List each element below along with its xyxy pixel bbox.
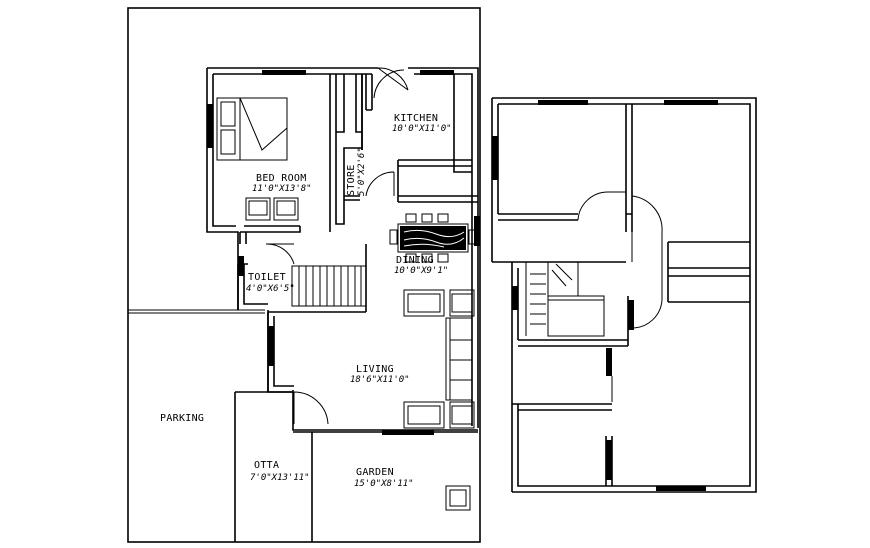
window <box>207 104 213 148</box>
kitchen-counter <box>453 74 472 173</box>
window <box>492 136 498 180</box>
store-door <box>365 171 395 197</box>
upper-door <box>631 195 663 233</box>
living-sofa <box>403 289 475 429</box>
bedroom-stub-wall <box>239 232 247 244</box>
entrance-door <box>293 391 329 425</box>
upper-bedroom-wall <box>491 98 626 263</box>
window <box>606 440 612 480</box>
window <box>474 216 480 246</box>
first-floor-plan <box>491 97 757 493</box>
room-labels: BED ROOM 11'0"X13'8" KITCHEN 10'0"X11'0"… <box>160 113 452 489</box>
dining-name: DINING <box>396 255 434 266</box>
window <box>656 486 706 491</box>
kitchen-door <box>377 67 409 91</box>
toilet-name: TOILET <box>248 272 286 283</box>
store-name: STORE <box>346 164 357 196</box>
window <box>512 286 518 310</box>
window <box>382 430 434 435</box>
upper-stair-wall <box>511 262 629 404</box>
window <box>628 300 634 330</box>
window <box>268 326 274 366</box>
dining-size: 10'0"X9'1" <box>394 266 448 276</box>
kitchen-size: 10'0"X11'0" <box>392 124 452 134</box>
bed <box>216 97 288 161</box>
window <box>606 348 612 376</box>
living-size: 18'6"X11'0" <box>350 375 410 385</box>
upper-balcony-wall <box>667 241 750 303</box>
upper-partition <box>625 104 633 232</box>
upper-outer-wall <box>492 97 757 493</box>
ground-floor-plan <box>127 7 481 543</box>
bedroom-door <box>265 243 295 265</box>
store-size: 5'0"X2'6" <box>357 147 367 196</box>
window <box>262 70 306 75</box>
bedroom-size: 11'0"X13'8" <box>252 184 312 194</box>
house-inner-wall <box>212 74 236 227</box>
store-partition <box>344 74 363 201</box>
upper-lower-wall <box>511 403 612 492</box>
garden-name: GARDEN <box>356 467 394 478</box>
bedroom-name: BED ROOM <box>256 173 307 184</box>
upper-inner-wall <box>498 103 751 487</box>
kitchen-name: KITCHEN <box>394 113 438 124</box>
otta-name: OTTA <box>254 460 279 471</box>
kitchen-swing <box>373 69 405 99</box>
window <box>664 100 718 105</box>
toilet-size: 4'0"X6'5" <box>246 284 295 294</box>
store-wall <box>335 74 363 225</box>
parking-name: PARKING <box>160 413 204 424</box>
window <box>538 100 588 105</box>
kitchen-wall <box>365 74 478 203</box>
upper-door <box>631 232 663 329</box>
staircase-ground <box>268 244 367 313</box>
bedroom-chairs <box>245 197 299 221</box>
garden-size: 15'0"X8'11" <box>354 479 414 489</box>
window <box>420 70 454 75</box>
upper-door <box>577 191 626 221</box>
otta-garden-wall <box>234 391 313 542</box>
garden-chair <box>445 485 471 511</box>
dining-table <box>389 213 477 263</box>
otta-size: 7'0"X13'11" <box>250 473 310 483</box>
plot-boundary <box>127 7 481 543</box>
bedroom-wall <box>240 74 331 233</box>
living-name: LIVING <box>356 364 394 375</box>
staircase-upper <box>525 261 605 337</box>
window <box>238 256 244 276</box>
